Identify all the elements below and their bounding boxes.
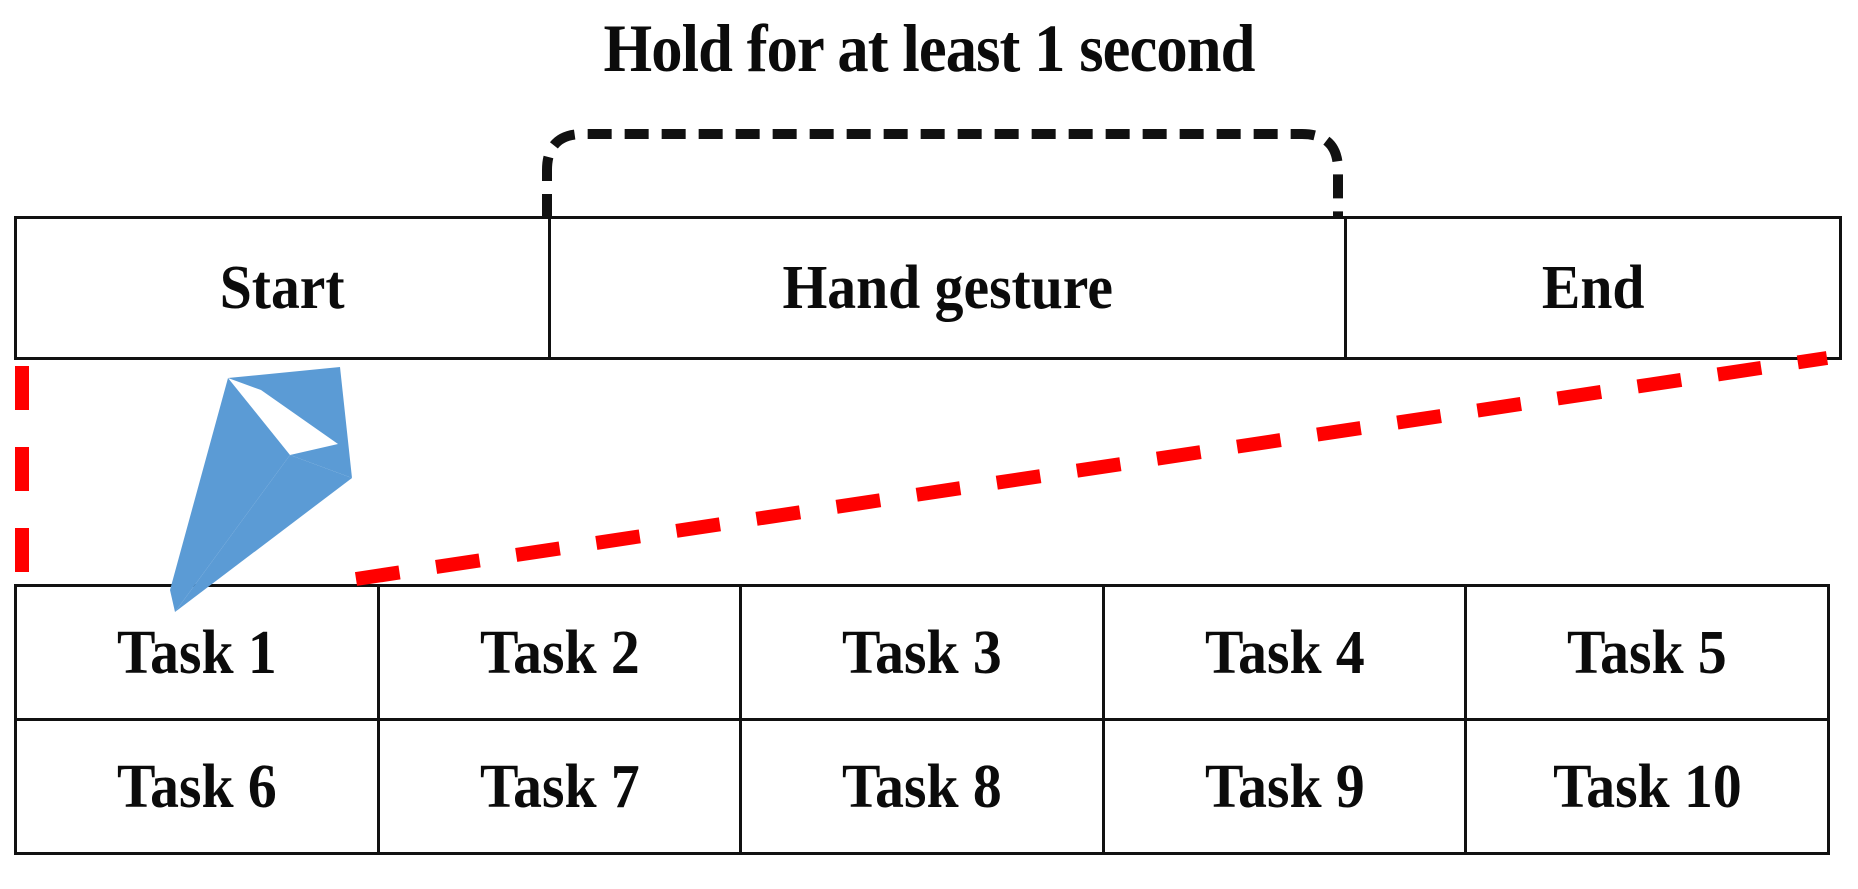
task-cell-2[interactable]: Task 2: [376, 584, 743, 721]
task-label-1: Task 1: [116, 618, 277, 687]
timeline-label-start: Start: [220, 254, 345, 322]
timeline-label-end: End: [1541, 254, 1645, 322]
task-label-5: Task 5: [1567, 618, 1728, 687]
task-cell-8[interactable]: Task 8: [739, 718, 1105, 855]
task-cell-1[interactable]: Task 1: [14, 584, 380, 721]
timeline-row: Start Hand gesture End: [14, 216, 1842, 360]
diagram-title: Hold for at least 1 second: [603, 10, 1256, 86]
task-cell-6[interactable]: Task 6: [14, 718, 380, 855]
task-cell-10[interactable]: Task 10: [1464, 718, 1830, 855]
task-label-2: Task 2: [479, 618, 640, 687]
task-label-9: Task 9: [1204, 752, 1365, 821]
task-cell-9[interactable]: Task 9: [1101, 718, 1468, 855]
task-grid-table: Task 1 Task 2 Task 3 Task 4 Task 5 Task …: [14, 584, 1830, 855]
task-cell-7[interactable]: Task 7: [376, 718, 743, 855]
cursor-arrow-tail-icon: [170, 378, 290, 612]
task-row: Task 6 Task 7 Task 8 Task 9 Task 10: [14, 718, 1830, 855]
hold-duration-bracket-icon: [542, 129, 1343, 218]
task-cell-3[interactable]: Task 3: [739, 584, 1105, 721]
timeline-label-hand-gesture: Hand gesture: [782, 254, 1113, 322]
task-label-3: Task 3: [842, 618, 1002, 687]
timeline-cell-start[interactable]: Start: [14, 216, 551, 360]
task-label-8: Task 8: [842, 752, 1002, 821]
red-diagonal-dashed-connector-icon: [354, 351, 1829, 586]
task-label-10: Task 10: [1552, 752, 1742, 821]
task-label-4: Task 4: [1204, 618, 1365, 687]
timeline-cell-end[interactable]: End: [1344, 216, 1842, 360]
gesture-timeline-table: Start Hand gesture End: [14, 216, 1842, 360]
task-cell-5[interactable]: Task 5: [1464, 584, 1830, 721]
timeline-cell-hand-gesture[interactable]: Hand gesture: [548, 216, 1347, 360]
task-label-6: Task 6: [116, 752, 277, 821]
task-row: Task 1 Task 2 Task 3 Task 4 Task 5: [14, 584, 1830, 721]
task-label-7: Task 7: [479, 752, 640, 821]
task-cell-4[interactable]: Task 4: [1101, 584, 1468, 721]
cursor-arrow-head-icon: [228, 367, 352, 478]
